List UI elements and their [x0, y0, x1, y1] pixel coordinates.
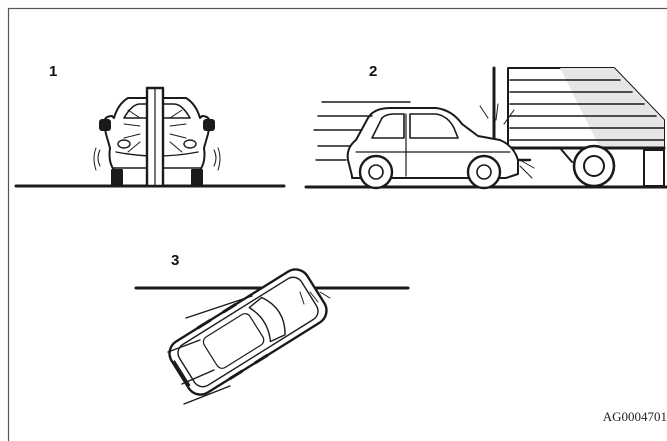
car-top-view	[164, 264, 331, 400]
car-wheel-front	[468, 156, 500, 188]
panel-3-illustration	[136, 264, 408, 404]
panel-number-3: 3	[171, 253, 179, 268]
panel-2-illustration	[306, 68, 667, 188]
truck-wheel	[574, 146, 614, 186]
figure-code: AG0004701	[603, 410, 667, 423]
car-wheel-rear	[360, 156, 392, 188]
panel-number-2: 2	[369, 64, 377, 79]
panel-number-1: 1	[49, 64, 57, 79]
panel-1-illustration	[16, 88, 284, 186]
